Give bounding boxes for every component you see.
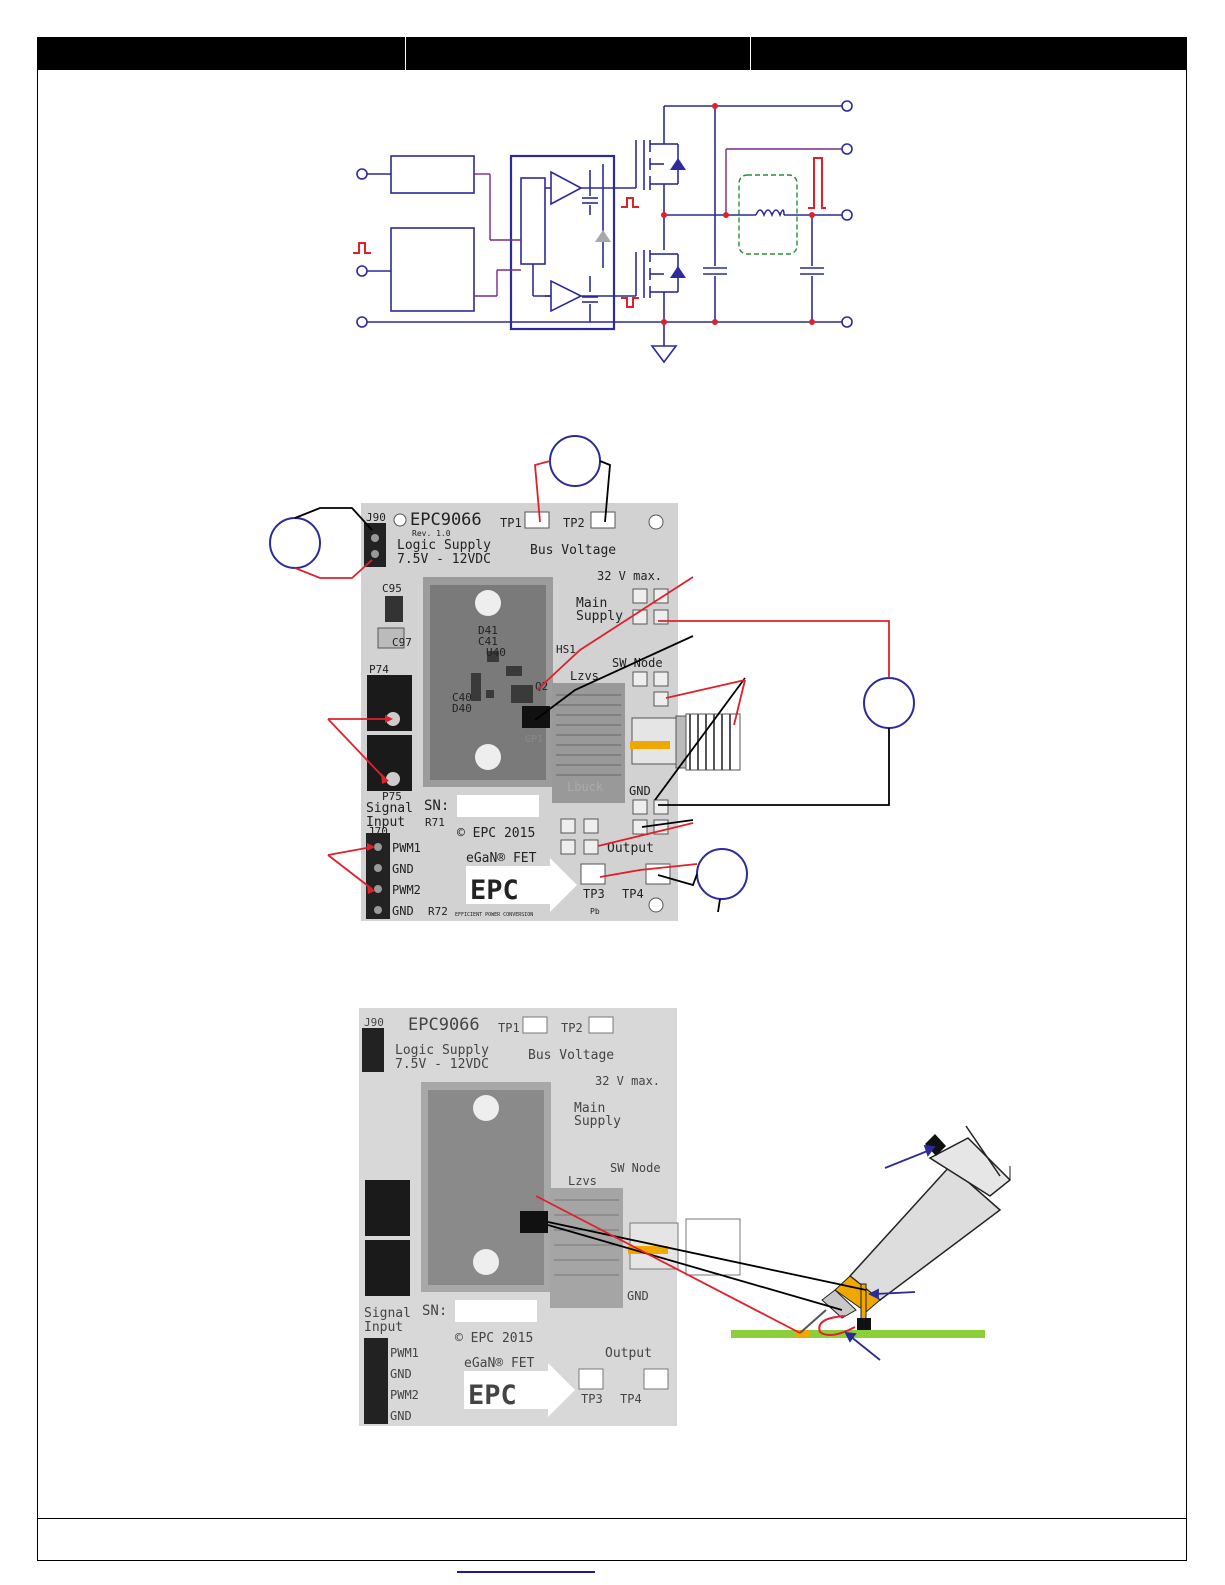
svg-text:C95: C95 <box>382 582 402 595</box>
svg-text:EFFICIENT POWER CONVERSION: EFFICIENT POWER CONVERSION <box>455 912 533 918</box>
bus-voltage-negative-lead <box>599 460 611 523</box>
svg-text:TP1: TP1 <box>500 516 522 530</box>
svg-text:Logic Supply: Logic Supply <box>397 538 491 553</box>
svg-text:SW Node: SW Node <box>610 1161 661 1175</box>
svg-text:32 V max.: 32 V max. <box>597 569 662 583</box>
svg-text:C41: C41 <box>478 635 498 648</box>
tp3-testpoint <box>580 863 606 885</box>
svg-text:R71: R71 <box>425 816 445 829</box>
svg-text:eGaN® FET: eGaN® FET <box>466 851 537 866</box>
svg-text:U40: U40 <box>486 646 506 659</box>
svg-text:GND: GND <box>627 1289 649 1303</box>
svg-text:TP3: TP3 <box>583 887 605 901</box>
j90-connector <box>364 523 386 567</box>
svg-text:C40: C40 <box>452 691 472 704</box>
svg-text:Output: Output <box>607 841 654 856</box>
svg-text:© EPC 2015: © EPC 2015 <box>455 1331 533 1346</box>
logic-supply-negative-lead <box>294 507 373 531</box>
svg-text:PWM2: PWM2 <box>390 1388 419 1402</box>
svg-text:TP4: TP4 <box>620 1392 642 1406</box>
svg-text:Supply: Supply <box>576 609 623 624</box>
tp2-testpoint <box>590 511 616 529</box>
output-positive-lead <box>599 863 698 878</box>
svg-text:Signal: Signal <box>364 1306 411 1321</box>
oscilloscope-probe <box>799 1125 1012 1334</box>
svg-text:PWM2: PWM2 <box>392 883 421 897</box>
svg-text:EPC9066: EPC9066 <box>408 1015 480 1035</box>
output-negative-lead <box>657 873 698 887</box>
svg-text:Rev. 1.0: Rev. 1.0 <box>412 529 451 538</box>
svg-text:GND: GND <box>629 784 651 798</box>
svg-text:GND: GND <box>390 1409 412 1423</box>
svg-text:Output: Output <box>605 1346 652 1361</box>
svg-text:P75: P75 <box>382 790 402 803</box>
svg-text:Lzvs: Lzvs <box>570 669 599 683</box>
svg-text:SN:: SN: <box>422 1303 447 1319</box>
svg-text:P74: P74 <box>369 663 389 676</box>
lbuck-inductor <box>552 683 625 803</box>
logic-supply-positive-lead <box>294 559 373 579</box>
bus-voltage-positive-lead <box>534 460 551 523</box>
svg-text:TP2: TP2 <box>563 516 585 530</box>
svg-text:TP4: TP4 <box>622 887 644 901</box>
header-cell-right <box>750 37 1187 70</box>
svg-text:Bus Voltage: Bus Voltage <box>528 1048 614 1063</box>
svg-text:Input: Input <box>364 1320 403 1335</box>
svg-text:PWM1: PWM1 <box>392 841 421 855</box>
svg-text:Main: Main <box>574 1101 605 1116</box>
svg-text:SN:: SN: <box>424 798 449 814</box>
svg-text:TP2: TP2 <box>561 1021 583 1035</box>
svg-text:GP1: GP1 <box>525 734 543 745</box>
svg-text:Bus Voltage: Bus Voltage <box>530 543 616 558</box>
svg-text:Supply: Supply <box>574 1114 621 1129</box>
svg-text:D40: D40 <box>452 702 472 715</box>
svg-text:GND: GND <box>392 904 414 918</box>
svg-text:TP1: TP1 <box>498 1021 520 1035</box>
main-supply-positive-lead <box>658 620 890 678</box>
svg-text:EPC: EPC <box>468 1380 517 1411</box>
header-cell-middle <box>405 37 750 70</box>
svg-text:EPC9066: EPC9066 <box>410 510 482 530</box>
svg-text:Input: Input <box>366 815 405 830</box>
svg-text:Lzvs: Lzvs <box>568 1174 597 1188</box>
svg-text:J90: J90 <box>366 511 386 524</box>
epc-logo <box>466 858 577 912</box>
svg-text:eGaN® FET: eGaN® FET <box>464 1356 535 1371</box>
header-bar <box>37 37 1187 70</box>
svg-text:GND: GND <box>390 1367 412 1381</box>
footer-rule <box>37 1518 1187 1519</box>
svg-text:J70: J70 <box>368 825 388 838</box>
svg-text:7.5V - 12VDC: 7.5V - 12VDC <box>397 552 491 567</box>
main-supply-negative-lead <box>658 728 890 806</box>
svg-text:© EPC 2015: © EPC 2015 <box>457 826 535 841</box>
svg-text:TP3: TP3 <box>581 1392 603 1406</box>
footer-link-underline[interactable] <box>457 1571 595 1573</box>
svg-text:Main: Main <box>576 596 607 611</box>
svg-text:R72: R72 <box>428 905 448 918</box>
svg-text:J90: J90 <box>364 1016 384 1029</box>
svg-text:Lbuck: Lbuck <box>567 780 604 794</box>
svg-text:GND: GND <box>392 862 414 876</box>
svg-text:Logic Supply: Logic Supply <box>395 1043 489 1058</box>
tp1-testpoint <box>524 511 550 529</box>
pcb-cross-section <box>731 1330 985 1338</box>
svg-text:EPC: EPC <box>470 875 519 906</box>
gp1-marker <box>522 706 550 728</box>
svg-text:D41: D41 <box>478 624 498 637</box>
svg-text:HS1: HS1 <box>556 643 576 656</box>
gp1-probe-point <box>520 1211 548 1233</box>
svg-text:Signal: Signal <box>366 801 413 816</box>
svg-text:32 V max.: 32 V max. <box>595 1074 660 1088</box>
ground-loop-indicator <box>818 1315 856 1337</box>
svg-text:C97: C97 <box>392 636 412 649</box>
svg-text:Pb: Pb <box>590 907 600 916</box>
svg-text:7.5V - 12VDC: 7.5V - 12VDC <box>395 1057 489 1072</box>
svg-text:PWM1: PWM1 <box>390 1346 419 1360</box>
serial-number-box <box>457 795 539 817</box>
